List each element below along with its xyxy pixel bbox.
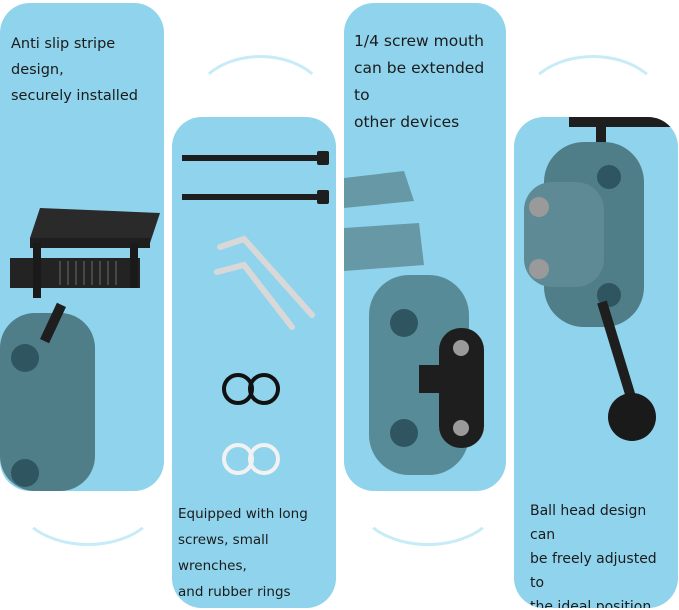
feature-panel-accessories: Equipped with long screws, small wrenche… — [172, 117, 336, 608]
feature-panel-ball-head: Ball head design can be freely adjusted … — [514, 117, 678, 608]
screw-mouth-illustration — [344, 171, 484, 475]
accessories-illustration — [182, 151, 329, 475]
ball-head-illustration — [524, 117, 678, 441]
feature-panel-anti-slip: Anti slip stripe design, securely instal… — [0, 3, 164, 491]
feature-panel-screw-mouth: 1/4 screw mouth can be extended to other… — [344, 3, 506, 491]
panel-caption: Equipped with long screws, small wrenche… — [178, 506, 308, 600]
clamp-illustration — [0, 208, 160, 491]
panel-caption: Ball head design can be freely adjusted … — [530, 503, 657, 608]
panel-caption: Anti slip stripe design, securely instal… — [11, 36, 138, 104]
decorative-arc — [15, 450, 161, 546]
decorative-arc — [190, 55, 331, 161]
panel-caption: 1/4 screw mouth can be extended to other… — [354, 32, 485, 131]
decorative-arc — [520, 55, 666, 161]
decorative-arc — [355, 450, 501, 546]
